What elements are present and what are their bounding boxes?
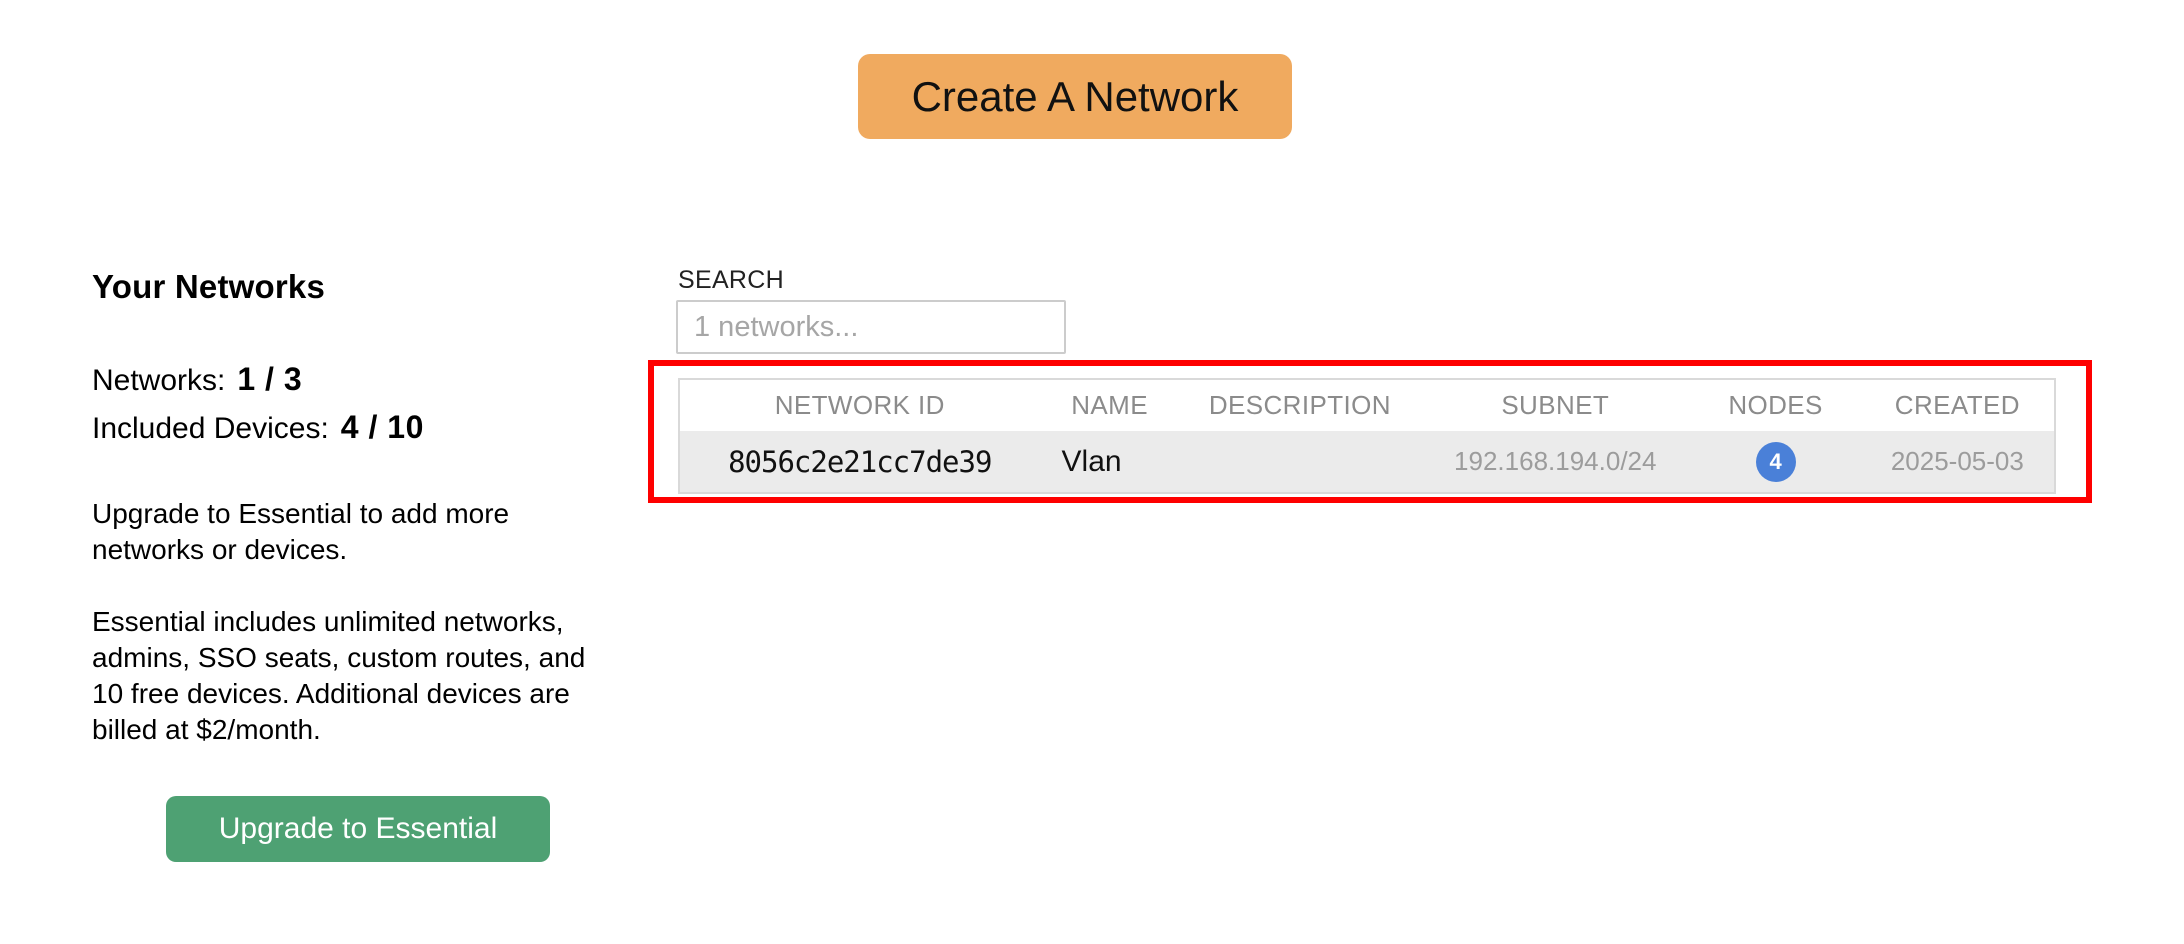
search-label: SEARCH xyxy=(678,266,784,294)
network-id-cell[interactable]: 8056c2e21cc7de39 xyxy=(679,431,1040,493)
network-description-cell xyxy=(1179,431,1421,493)
column-header-created: CREATED xyxy=(1860,379,2055,431)
included-devices-value: 4 / 10 xyxy=(340,409,424,445)
network-nodes-cell: 4 xyxy=(1690,431,1861,493)
column-header-subnet: SUBNET xyxy=(1420,379,1691,431)
network-created-cell: 2025-05-03 xyxy=(1860,431,2055,493)
column-header-description: DESCRIPTION xyxy=(1179,379,1421,431)
your-networks-panel: Your Networks Networks: 1 / 3 Included D… xyxy=(92,268,597,862)
network-row[interactable]: 8056c2e21cc7de39 Vlan 192.168.194.0/24 4… xyxy=(679,431,2055,493)
networks-table: NETWORK ID NAME DESCRIPTION SUBNET NODES… xyxy=(678,378,2056,494)
column-header-name: NAME xyxy=(1039,379,1180,431)
page-title: Your Networks xyxy=(92,268,326,305)
column-header-nodes: NODES xyxy=(1690,379,1861,431)
networks-count-value: 1 / 3 xyxy=(237,361,303,397)
column-header-network-id: NETWORK ID xyxy=(679,379,1040,431)
included-devices-label: Included Devices: xyxy=(92,412,329,445)
table-header-row: NETWORK ID NAME DESCRIPTION SUBNET NODES… xyxy=(679,379,2055,431)
network-name-cell[interactable]: Vlan xyxy=(1039,431,1180,493)
usage-stats: Networks: 1 / 3 Included Devices: 4 / 10 xyxy=(92,356,597,452)
networks-count-row: Networks: 1 / 3 xyxy=(92,356,597,404)
nodes-count-badge[interactable]: 4 xyxy=(1755,441,1796,482)
upgrade-hint-text: Upgrade to Essential to add more network… xyxy=(92,498,510,565)
create-network-button[interactable]: Create A Network xyxy=(858,54,1292,139)
included-devices-row: Included Devices: 4 / 10 xyxy=(92,404,597,452)
search-input[interactable] xyxy=(676,300,1066,354)
essential-plan-description: Essential includes unlimited networks, a… xyxy=(92,606,586,745)
networks-count-label: Networks: xyxy=(92,364,226,397)
network-subnet-cell: 192.168.194.0/24 xyxy=(1420,431,1691,493)
upgrade-to-essential-button[interactable]: Upgrade to Essential xyxy=(166,796,550,862)
